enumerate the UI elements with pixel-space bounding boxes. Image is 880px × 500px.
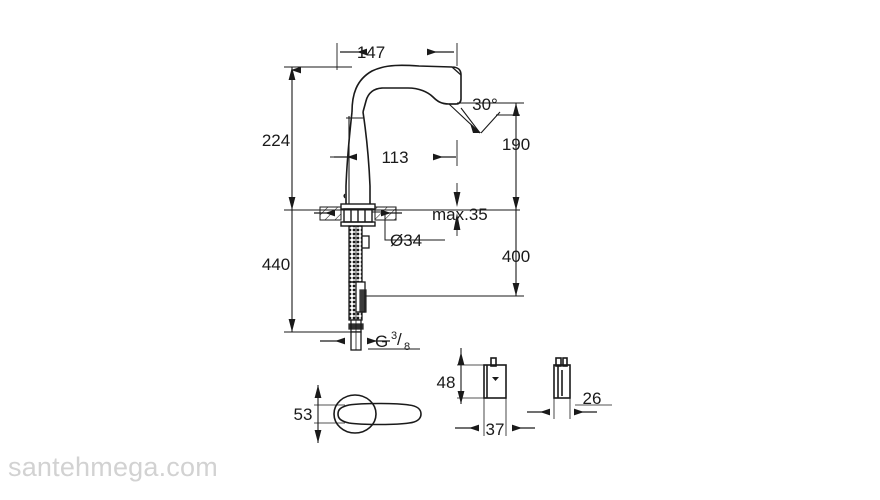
dimension-label-48: 48: [437, 373, 456, 392]
dimension-g38: [320, 337, 420, 350]
thread-numerator: 3: [391, 330, 397, 342]
dimension-37: [455, 398, 535, 436]
handle-top-view: [333, 394, 422, 434]
cartridge-front-view: [483, 357, 507, 399]
dimension-label-53: 53: [294, 405, 313, 424]
dimension-label-190: 190: [502, 135, 530, 154]
flexible-hose: [348, 225, 370, 351]
dimension-label-400: 400: [502, 247, 530, 266]
dimension-label-37: 37: [486, 420, 505, 439]
dimension-440: [288, 210, 296, 332]
dimension-26: [527, 398, 612, 419]
dimension-400: [512, 210, 520, 296]
dimension-max35: [453, 192, 461, 230]
thread-letter: G: [375, 332, 388, 351]
dimension-label-440: 440: [262, 255, 290, 274]
watermark: santehmega.com: [8, 452, 218, 482]
angle-leader: [448, 103, 520, 134]
dimension-label-224: 224: [262, 131, 290, 150]
dimension-224: [288, 66, 301, 210]
dimension-53: [314, 385, 345, 443]
dimension-48: [457, 348, 487, 404]
extension-lines: [284, 43, 524, 333]
dimension-label-max35: max.35: [432, 205, 488, 224]
faucet-body-seam: [346, 116, 363, 204]
dimension-label-diameter34: Ø34: [390, 231, 422, 250]
dimension-label-147: 147: [357, 43, 385, 62]
cartridge-side-view: [553, 357, 571, 399]
dimension-label-30deg: 30°: [472, 95, 498, 114]
dimension-label-113: 113: [381, 148, 408, 167]
diameter-leader: [372, 211, 445, 241]
faucet-spout-outline: [351, 64, 462, 113]
thread-slash: /: [397, 330, 402, 349]
body-notch: [343, 193, 346, 199]
dimension-label-26: 26: [583, 389, 602, 408]
faucet-body-outline: [345, 111, 371, 204]
spout-tip-detail: [449, 66, 462, 105]
thread-denominator: 8: [404, 341, 410, 353]
dimension-label-thread: G 3 / 8: [375, 330, 410, 353]
dimension-190: [512, 103, 520, 210]
mounting-base: [340, 203, 376, 227]
